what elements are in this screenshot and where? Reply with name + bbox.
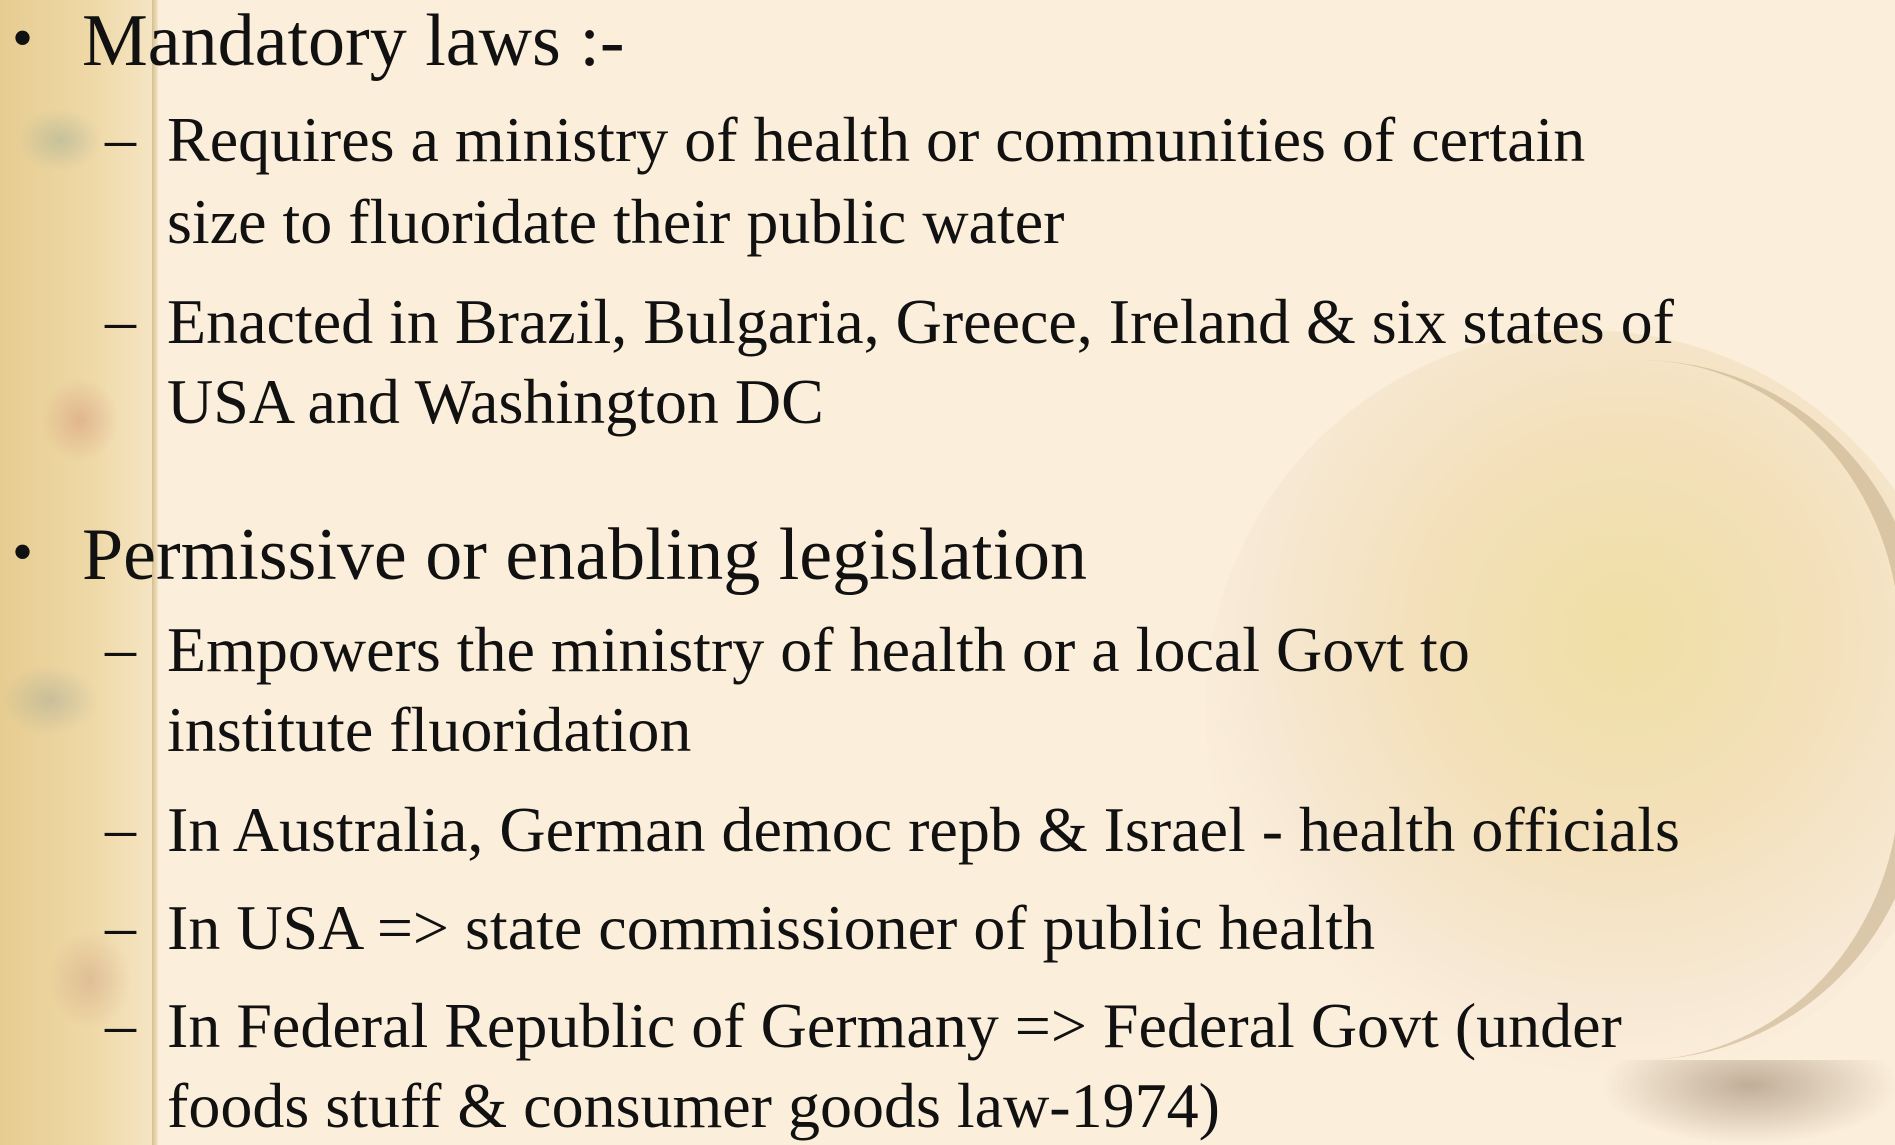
- sub-bullet-marker: –: [105, 795, 136, 863]
- sub-bullet-text: In Australia, German democ repb & Israel…: [167, 794, 1680, 865]
- bullet-heading-mandatory-laws: Mandatory laws :-: [82, 0, 625, 82]
- sub-bullet-text: Enacted in Brazil, Bulgaria, Greece, Ire…: [167, 286, 1674, 357]
- sub-bullet-text: In Federal Republic of Germany => Federa…: [167, 990, 1622, 1061]
- sub-bullet-marker: –: [105, 893, 136, 961]
- sub-bullet-marker: –: [105, 105, 136, 173]
- sub-bullet-text: size to fluoridate their public water: [167, 186, 1065, 257]
- sub-bullet-text: Empowers the ministry of health or a loc…: [167, 614, 1470, 685]
- bullet-marker: •: [12, 5, 34, 71]
- sub-bullet-text: institute fluoridation: [167, 694, 692, 765]
- sub-bullet-marker: –: [105, 615, 136, 683]
- sub-bullet-text: foods stuff & consumer goods law-1974): [167, 1070, 1220, 1141]
- bullet-marker: •: [12, 519, 34, 585]
- globe-stand: [1600, 1060, 1895, 1145]
- sub-bullet-text: Requires a ministry of health or communi…: [167, 104, 1586, 175]
- bullet-heading-permissive-legislation: Permissive or enabling legislation: [82, 514, 1087, 596]
- decorative-map-border: [0, 0, 158, 1145]
- sub-bullet-text: In USA => state commissioner of public h…: [167, 892, 1375, 963]
- sub-bullet-marker: –: [105, 991, 136, 1059]
- sub-bullet-text: USA and Washington DC: [167, 366, 824, 437]
- sub-bullet-marker: –: [105, 287, 136, 355]
